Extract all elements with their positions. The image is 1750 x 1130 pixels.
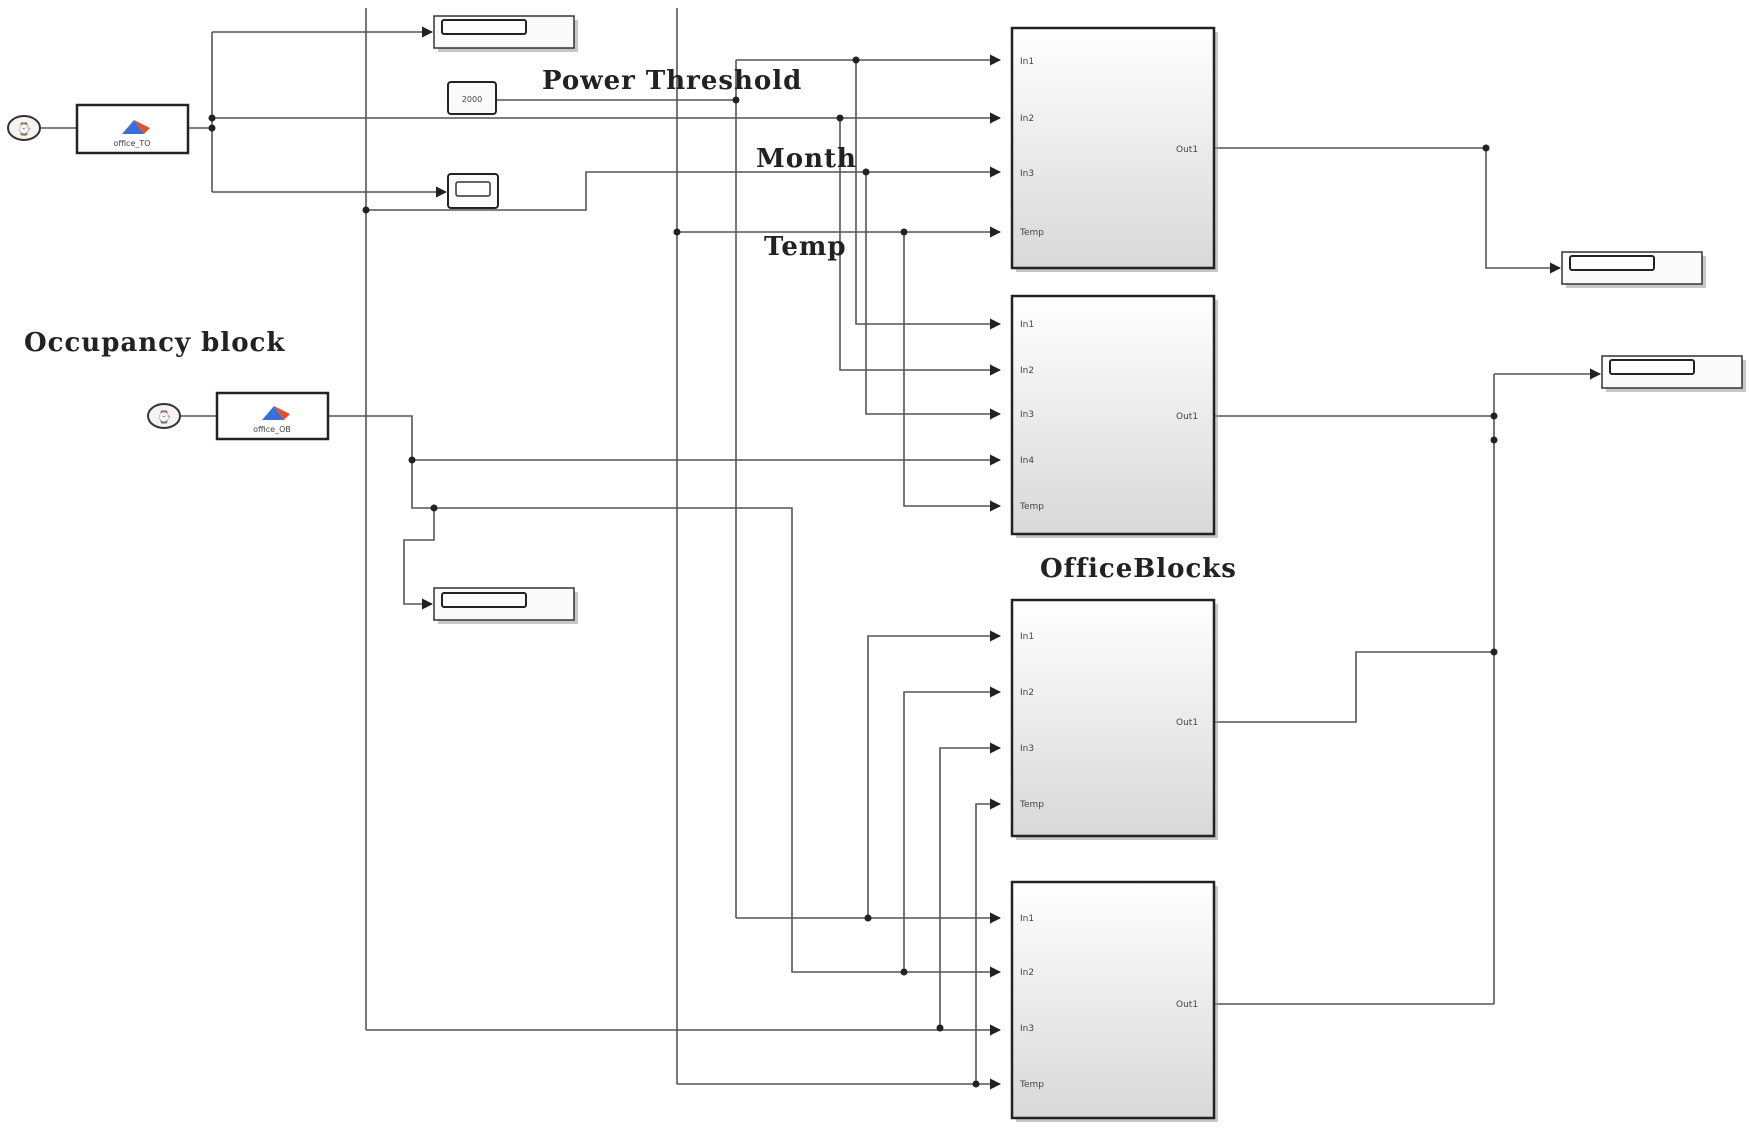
svg-text:In4: In4: [1020, 456, 1034, 466]
constant-block[interactable]: 2000: [447, 81, 497, 115]
clock-source-1[interactable]: ⌚: [7, 115, 41, 141]
power-threshold-label: Power Threshold: [542, 66, 803, 96]
occupancy-block-label: Occupancy block: [24, 328, 286, 358]
svg-text:In1: In1: [1020, 632, 1034, 642]
svg-text:In1: In1: [1020, 320, 1034, 330]
signal-wires: [40, 8, 1602, 1090]
svg-text:Out1: Out1: [1176, 412, 1198, 422]
temp-label: Temp: [764, 232, 847, 262]
svg-text:Out1: Out1: [1176, 718, 1198, 728]
svg-text:In1: In1: [1020, 914, 1034, 924]
office-block-3[interactable]: In1 In2 In3 Temp Out1: [1010, 598, 1218, 840]
display-block-out1[interactable]: [1561, 251, 1706, 288]
svg-text:In2: In2: [1020, 114, 1034, 124]
svg-text:Temp: Temp: [1019, 228, 1044, 238]
svg-text:Temp: Temp: [1019, 502, 1044, 512]
svg-text:In3: In3: [1020, 744, 1034, 754]
display-block-occupancy[interactable]: [433, 587, 578, 624]
svg-text:Temp: Temp: [1019, 800, 1044, 810]
svg-text:In2: In2: [1020, 366, 1034, 376]
display-block-top[interactable]: [433, 15, 578, 52]
office-block-1[interactable]: In1 In2 In3 Temp Out1: [1010, 26, 1218, 272]
matlab-logo-icon: [122, 120, 144, 134]
svg-text:Out1: Out1: [1176, 1000, 1198, 1010]
svg-text:In3: In3: [1020, 1024, 1034, 1034]
svg-text:In2: In2: [1020, 688, 1034, 698]
svg-text:2000: 2000: [462, 95, 482, 104]
svg-text:Out1: Out1: [1176, 145, 1198, 155]
clock-icon: ⌚: [17, 122, 32, 136]
display-block-out2[interactable]: [1601, 355, 1746, 392]
clock-icon: ⌚: [157, 410, 172, 424]
matlab-function-block-2[interactable]: office_OB: [215, 391, 330, 441]
svg-text:Temp: Temp: [1019, 1080, 1044, 1090]
svg-text:office_OB: office_OB: [253, 425, 291, 434]
office-blocks-label: OfficeBlocks: [1040, 554, 1237, 584]
office-block-2[interactable]: In1 In2 In3 In4 Temp Out1: [1010, 294, 1218, 538]
svg-text:In3: In3: [1020, 169, 1034, 179]
svg-text:In2: In2: [1020, 968, 1034, 978]
office-block-4[interactable]: In1 In2 In3 Temp Out1: [1010, 880, 1218, 1122]
svg-text:office_TO: office_TO: [113, 139, 150, 148]
clock-source-2[interactable]: ⌚: [147, 403, 181, 429]
svg-text:In1: In1: [1020, 57, 1034, 67]
svg-text:In3: In3: [1020, 410, 1034, 420]
matlab-logo-icon: [262, 406, 284, 420]
matlab-function-block-1[interactable]: office_TO: [75, 103, 190, 155]
small-display-block[interactable]: [447, 173, 499, 209]
junction-dots: [208, 56, 1498, 1088]
month-label: Month: [756, 144, 857, 174]
